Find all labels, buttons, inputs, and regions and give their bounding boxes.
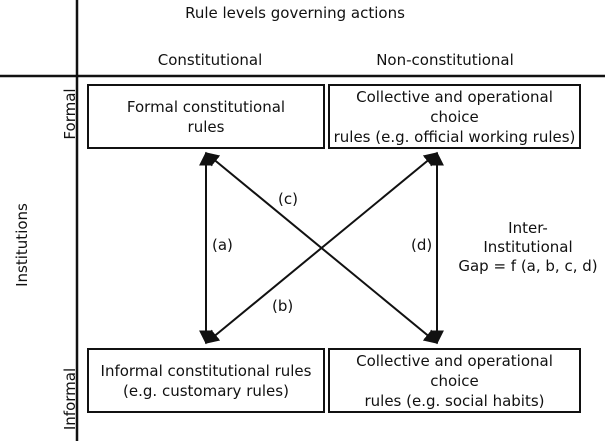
gap-label-line1: Inter- bbox=[508, 219, 548, 237]
gap-label-line3: Gap = f (a, b, c, d) bbox=[458, 257, 598, 275]
header-title: Rule levels governing actions bbox=[185, 4, 405, 22]
box-informal-constitutional-line2: (e.g. customary rules) bbox=[123, 381, 289, 400]
box-informal-non-constitutional-line2: rules (e.g. social habits) bbox=[364, 391, 545, 410]
box-formal-constitutional-line1: Formal constitutional bbox=[126, 97, 286, 116]
box-formal-constitutional: Formal constitutional rules bbox=[87, 84, 325, 149]
box-formal-constitutional-line2: rules bbox=[187, 117, 225, 136]
gap-label: Inter- Institutional Gap = f (a, b, c, d… bbox=[458, 219, 598, 276]
row-label-formal: Formal bbox=[61, 88, 79, 140]
arrow-label-d: (d) bbox=[411, 236, 433, 254]
box-formal-non-constitutional: Collective and operational choice rules … bbox=[328, 84, 581, 149]
row-label-informal: Informal bbox=[61, 367, 79, 431]
gap-label-line2: Institutional bbox=[483, 238, 573, 256]
arrow-label-b: (b) bbox=[272, 297, 294, 315]
arrow-label-a: (a) bbox=[212, 236, 233, 254]
arrow-b bbox=[204, 152, 439, 344]
box-informal-non-constitutional-line1: Collective and operational choice bbox=[356, 351, 553, 390]
box-informal-non-constitutional: Collective and operational choice rules … bbox=[328, 348, 581, 413]
column-header-constitutional: Constitutional bbox=[157, 51, 263, 69]
row-axis-title: Institutions bbox=[13, 203, 31, 287]
box-informal-constitutional-line1: Informal constitutional rules bbox=[100, 361, 312, 380]
column-header-non-constitutional: Non-constitutional bbox=[376, 51, 514, 69]
box-formal-non-constitutional-line1: Collective and operational choice bbox=[356, 87, 553, 126]
arrow-label-c: (c) bbox=[278, 190, 298, 208]
box-formal-non-constitutional-line2: rules (e.g. official working rules) bbox=[333, 127, 576, 146]
box-informal-constitutional: Informal constitutional rules (e.g. cust… bbox=[87, 348, 325, 413]
